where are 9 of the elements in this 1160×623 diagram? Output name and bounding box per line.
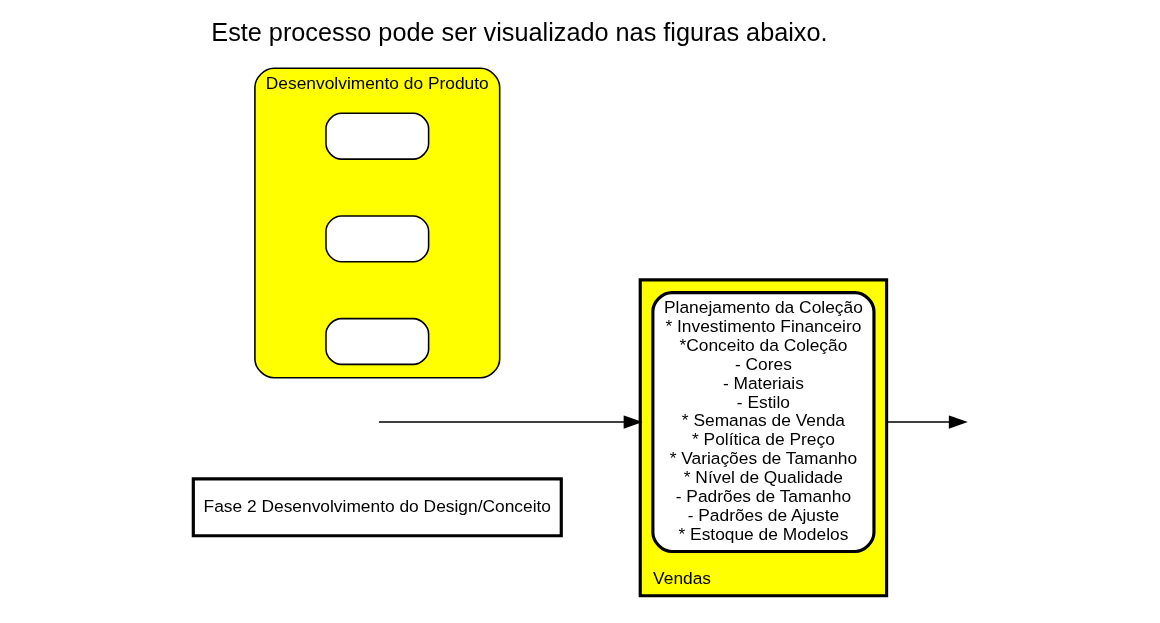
cluster: Desenvolvimento do Produto xyxy=(254,67,501,379)
node-box xyxy=(325,215,430,263)
diagram-title: Este processo pode ser visualizado nas figuras abaixo. xyxy=(211,18,828,47)
node-box xyxy=(325,317,430,366)
node-box: Planejamento da Coleção * Investimento Financeiro *Conceito da Coleção - Cores - Materiais - Estilo * Semanas de Venda * Política de Preço * Variações de Tamanho * Nível de Qualidade - Padrões de Tamanho - Padrões de Ajuste * Estoque de Modelos xyxy=(651,290,876,554)
node-box: Fase 2 Desenvolvimento do Design/Conceito xyxy=(191,477,563,538)
arrow xyxy=(378,415,643,429)
arrow xyxy=(885,415,968,429)
node-box xyxy=(325,112,430,160)
